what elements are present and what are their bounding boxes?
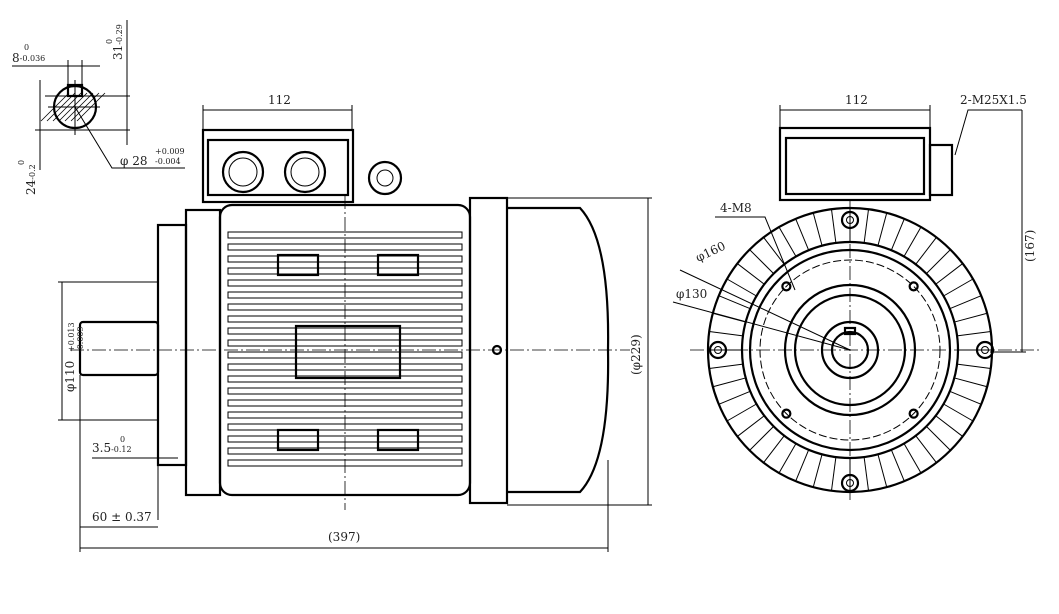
pcd: φ160 — [693, 239, 727, 265]
cooling-fin — [778, 226, 797, 257]
cooling-fin — [935, 415, 963, 437]
svg-text:24-0.2: 24-0.2 — [24, 164, 38, 195]
cooling-fin — [890, 449, 905, 482]
svg-text:0: 0 — [17, 160, 26, 165]
cooling-fin — [726, 278, 757, 297]
cooling-fin — [957, 330, 991, 337]
flange-hole — [781, 281, 792, 292]
front-box-width: 112 — [845, 93, 868, 107]
cooling-fin — [812, 454, 823, 488]
cooling-fin — [903, 226, 922, 257]
cooling-fin — [949, 390, 982, 405]
cooling-fin — [877, 212, 888, 246]
key-width: 8 — [12, 51, 20, 65]
spigot-dia: φ130 — [676, 287, 707, 301]
cooling-fin — [795, 218, 810, 251]
cooling-fin — [737, 415, 765, 437]
cooling-fin — [763, 237, 785, 265]
cooling-fin — [915, 435, 937, 463]
shaft-key-section: 8-0.036 0 31-0.29 0 24-0.2 0 φ 28 +0.009… — [12, 20, 185, 195]
cooling-fin — [943, 403, 974, 422]
svg-text:8-0.036: 8-0.036 — [12, 51, 45, 65]
shaft-diameter: φ 28 — [120, 154, 148, 168]
svg-text:31-0.29: 31-0.29 — [111, 24, 125, 60]
svg-text:+0.009: +0.009 — [155, 147, 185, 156]
cooling-fin — [943, 278, 974, 297]
cooling-fin — [830, 457, 837, 491]
cooling-fin — [709, 363, 743, 370]
cooling-fin — [227, 231, 463, 239]
cooling-fin — [763, 435, 785, 463]
cooling-fin — [915, 237, 937, 265]
svg-text:-0.009: -0.009 — [76, 326, 85, 352]
shaft-length: 60 ± 0.37 — [92, 510, 152, 524]
front-view: 112 2-M25X1.5 4-M8 φ160 φ130 (167) — [672, 93, 1040, 500]
overall-length: (397) — [328, 530, 360, 544]
cooling-fin — [954, 377, 988, 388]
cooling-fin — [749, 426, 774, 451]
cooling-fin — [778, 443, 797, 474]
flange-holes: 4-M8 — [720, 201, 752, 215]
cooling-fin — [749, 249, 774, 274]
svg-text:-0.004: -0.004 — [155, 157, 181, 166]
flange-hole — [781, 408, 792, 419]
flange-hole — [908, 408, 919, 419]
flange-hole — [908, 281, 919, 292]
cooling-fin — [812, 212, 823, 246]
height: (167) — [1023, 230, 1037, 262]
svg-text:0: 0 — [24, 43, 29, 52]
cable-gland: 2-M25X1.5 — [960, 93, 1027, 107]
cooling-fin — [863, 457, 870, 491]
cooling-fin — [890, 218, 905, 251]
cooling-fin — [926, 249, 951, 274]
cooling-fin — [726, 403, 757, 422]
cooling-fin — [737, 263, 765, 285]
svg-text:+0.013: +0.013 — [67, 322, 76, 352]
cooling-fin — [863, 209, 870, 243]
overall-diameter: (φ229) — [629, 334, 643, 375]
cooling-fin — [227, 363, 463, 371]
cooling-fin — [709, 330, 743, 337]
svg-text:0: 0 — [120, 435, 125, 444]
svg-text:3.5-0.12: 3.5-0.12 — [92, 441, 132, 455]
cooling-fin — [718, 295, 751, 310]
svg-text:0: 0 — [105, 39, 114, 44]
cooling-fin — [957, 363, 991, 370]
cooling-fin — [795, 449, 810, 482]
svg-text:φ110: φ110 — [63, 361, 77, 392]
cooling-fin — [926, 426, 951, 451]
cooling-fin — [949, 295, 982, 310]
side-view: 112 φ110 +0.013 -0.009 3.5-0.12 0 60 ± 0… — [58, 93, 652, 552]
cooling-fin — [877, 454, 888, 488]
cooling-fin — [718, 390, 751, 405]
cooling-fin — [903, 443, 922, 474]
svg-text:φ 28: φ 28 — [120, 154, 148, 168]
cooling-fin — [712, 377, 746, 388]
cooling-fin — [935, 263, 963, 285]
side-box-width: 112 — [268, 93, 291, 107]
cooling-fin — [830, 209, 837, 243]
cooling-fin — [954, 312, 988, 323]
